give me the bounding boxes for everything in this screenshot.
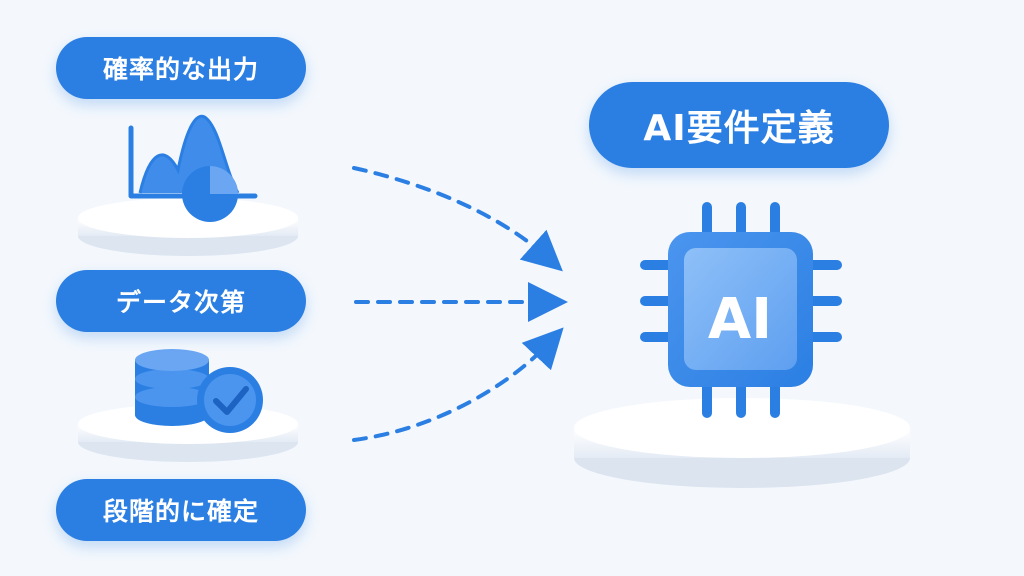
ai-chip-icon: AI <box>640 202 842 418</box>
label-ai-requirements: AI要件定義 <box>589 82 889 168</box>
chip-label: AI <box>708 287 772 352</box>
dashed-arrow-icon <box>352 166 568 442</box>
label-data-dependent: データ次第 <box>56 270 306 332</box>
database-check-icon <box>135 349 263 433</box>
pedestal-chart <box>78 198 298 256</box>
pedestal-main <box>574 398 910 488</box>
distribution-chart-icon <box>128 114 258 222</box>
label-probabilistic-output: 確率的な出力 <box>56 37 306 99</box>
label-stepwise-confirm: 段階的に確定 <box>56 479 306 541</box>
